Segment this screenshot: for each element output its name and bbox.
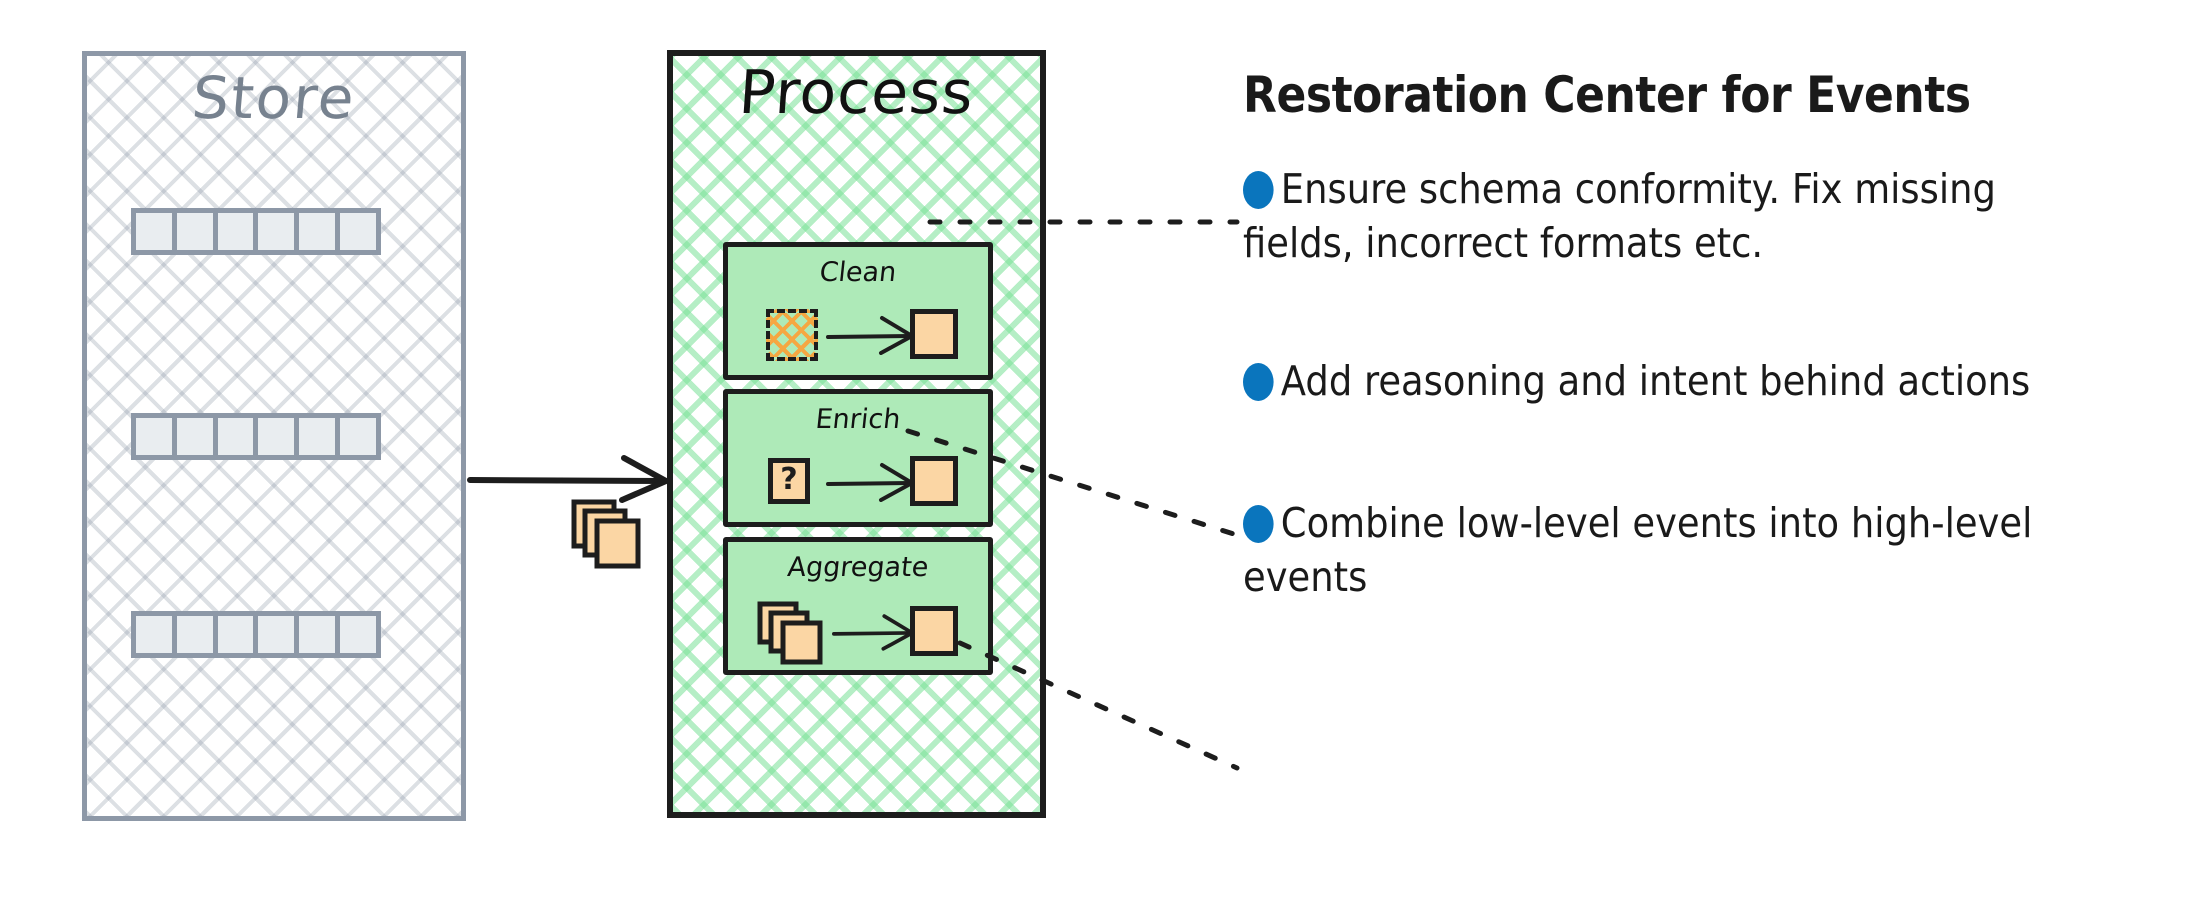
- store-cell: [217, 616, 259, 653]
- store-cell: [217, 213, 259, 250]
- arrow-right-icon: [826, 316, 914, 355]
- notes-title: Restoration Center for Events: [1243, 66, 1971, 124]
- store-cell: [258, 213, 300, 250]
- process-step-enrich[interactable]: Enrich ?: [723, 389, 993, 527]
- store-cell: [217, 418, 259, 455]
- store-cell: [176, 418, 218, 455]
- bullet-dot-icon: [1243, 171, 1274, 209]
- question-glyph: ?: [780, 462, 798, 497]
- square-stack-icon: [757, 601, 823, 665]
- store-title: Store: [189, 64, 359, 132]
- store-cell: [340, 213, 376, 250]
- event-card-stack-icon: [571, 499, 641, 569]
- step-art-clean: [728, 303, 988, 373]
- step-art-aggregate: [728, 598, 988, 668]
- store-row: [131, 611, 381, 658]
- step-label-clean: Clean: [818, 257, 898, 288]
- bullet-dot-icon: [1243, 363, 1274, 401]
- note-item: Combine low-level events into high-level…: [1243, 496, 2053, 604]
- notes-panel: Restoration Center for Events Ensure sch…: [1243, 66, 2143, 646]
- store-panel: Store: [82, 51, 466, 821]
- aggregated-square-icon: [910, 606, 958, 656]
- store-cell: [136, 213, 177, 250]
- store-cell: [340, 616, 376, 653]
- process-title: Process: [736, 58, 977, 128]
- store-cell: [299, 616, 341, 653]
- store-to-process-arrow-icon: [467, 455, 669, 503]
- bullet-dot-icon: [1243, 505, 1274, 543]
- store-cell: [136, 418, 177, 455]
- store-cell: [176, 616, 218, 653]
- note-item: Ensure schema conformity. Fix missing fi…: [1243, 162, 2053, 312]
- store-cell: [136, 616, 177, 653]
- store-cell: [258, 418, 300, 455]
- note-text: Ensure schema conformity. Fix missing fi…: [1243, 165, 1996, 268]
- note-item: Add reasoning and intent behind actions: [1243, 354, 2053, 454]
- process-step-aggregate[interactable]: Aggregate: [723, 537, 993, 675]
- arrow-right-icon: [832, 614, 915, 651]
- step-label-aggregate: Aggregate: [785, 552, 931, 583]
- enriched-square-icon: [910, 456, 958, 506]
- dirty-hatched-square-icon: [766, 309, 818, 361]
- clean-square-icon: [910, 309, 958, 359]
- note-text: Combine low-level events into high-level…: [1243, 499, 2033, 602]
- store-row: [131, 208, 381, 255]
- store-cell: [299, 418, 341, 455]
- store-cell: [299, 213, 341, 250]
- process-step-clean[interactable]: Clean: [723, 242, 993, 380]
- store-cell: [258, 616, 300, 653]
- store-cell: [176, 213, 218, 250]
- arrow-right-icon: [826, 463, 914, 502]
- question-square-icon: ?: [768, 458, 810, 504]
- note-text: Add reasoning and intent behind actions: [1280, 357, 2031, 405]
- step-label-enrich: Enrich: [813, 404, 902, 435]
- process-panel: Process Clean Enrich ?: [667, 50, 1046, 818]
- store-cell: [340, 418, 376, 455]
- store-row: [131, 413, 381, 460]
- step-art-enrich: ?: [728, 450, 988, 520]
